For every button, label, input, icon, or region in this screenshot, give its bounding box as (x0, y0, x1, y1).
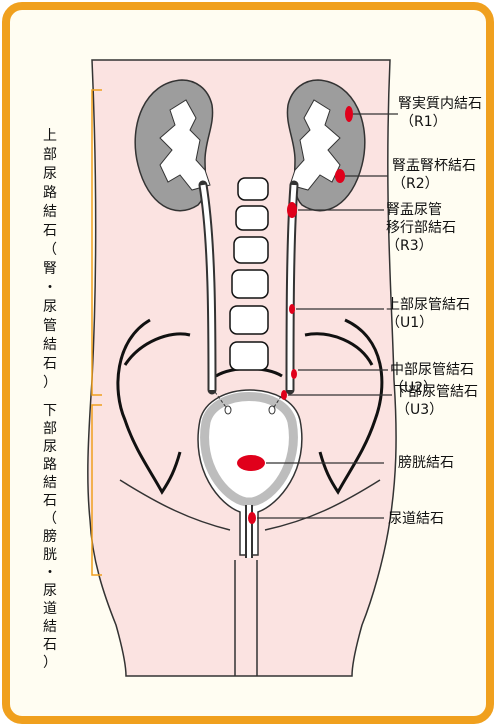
vertical-label-char: 胱 (43, 547, 57, 563)
label-bladder-name: 膀胱結石 (398, 454, 454, 471)
vertical-label-char: 結 (43, 204, 57, 220)
stone-u2 (291, 369, 297, 379)
label-r2-code: （R2） (392, 176, 439, 192)
stone-bladder (237, 455, 265, 471)
vertical-label-char: 石 (43, 356, 57, 372)
label-urethra-name: 尿道結石 (388, 511, 444, 527)
vertical-label-char: 尿 (43, 583, 57, 599)
vertical-label-char: 石 (43, 223, 57, 239)
label-u3-name: 下部尿管結石 (394, 384, 478, 400)
label-u2-name: 中部尿管結石 (390, 362, 474, 378)
vertical-label-char: 部 (43, 147, 57, 163)
vertical-label-char: 石 (43, 493, 57, 509)
vertical-label-char: 路 (43, 457, 57, 473)
stone-r2 (335, 169, 345, 183)
label-r3-name-line1: 腎盂尿管 (386, 202, 442, 218)
stone-r3 (287, 202, 297, 218)
vertical-label-char: 石 (43, 637, 57, 653)
vertical-label-char: ・ (43, 280, 57, 296)
vertical-label-char: （ (43, 242, 57, 258)
vertical-label-char: 腎 (43, 261, 57, 277)
vertical-label-char: 道 (43, 601, 57, 617)
vertical-label-char: 尿 (43, 166, 57, 182)
vertical-label-char: 尿 (43, 439, 57, 455)
label-r3-code: （R3） (386, 238, 433, 254)
vertical-label-char: 膀 (43, 528, 57, 545)
label-u1-name: 上部尿管結石 (386, 297, 470, 313)
vertical-label-char: 下 (43, 403, 57, 419)
label-u3-code: （U3） (396, 402, 443, 418)
vertical-label-char: （ (43, 511, 57, 527)
vertical-label-char: 部 (43, 421, 57, 437)
stone-u1 (289, 304, 295, 314)
stone-u3 (281, 390, 287, 400)
vertical-label-char: 結 (43, 475, 57, 491)
label-r1-name: 腎実質内結石 (398, 96, 482, 112)
label-r3-name-line2: 移行部結石 (386, 220, 456, 236)
stone-urethra (248, 512, 256, 524)
vertical-label-char: 結 (43, 337, 57, 353)
stone-r1 (345, 106, 353, 122)
label-r1-code: （R1） (400, 114, 447, 130)
vertical-label-char: ） (43, 655, 57, 671)
vertical-label-char: 管 (43, 318, 57, 334)
vertical-label-char: 上 (43, 128, 57, 144)
vertical-label-char: ） (43, 375, 57, 391)
vertical-label-char: ・ (43, 565, 57, 581)
vertical-label-char: 結 (43, 619, 57, 635)
label-u1-code: （U1） (386, 315, 433, 331)
vertical-label-char: 路 (43, 185, 57, 201)
vertical-label-char: 尿 (43, 299, 57, 315)
label-r2-name: 腎盂腎杯結石 (392, 158, 476, 174)
